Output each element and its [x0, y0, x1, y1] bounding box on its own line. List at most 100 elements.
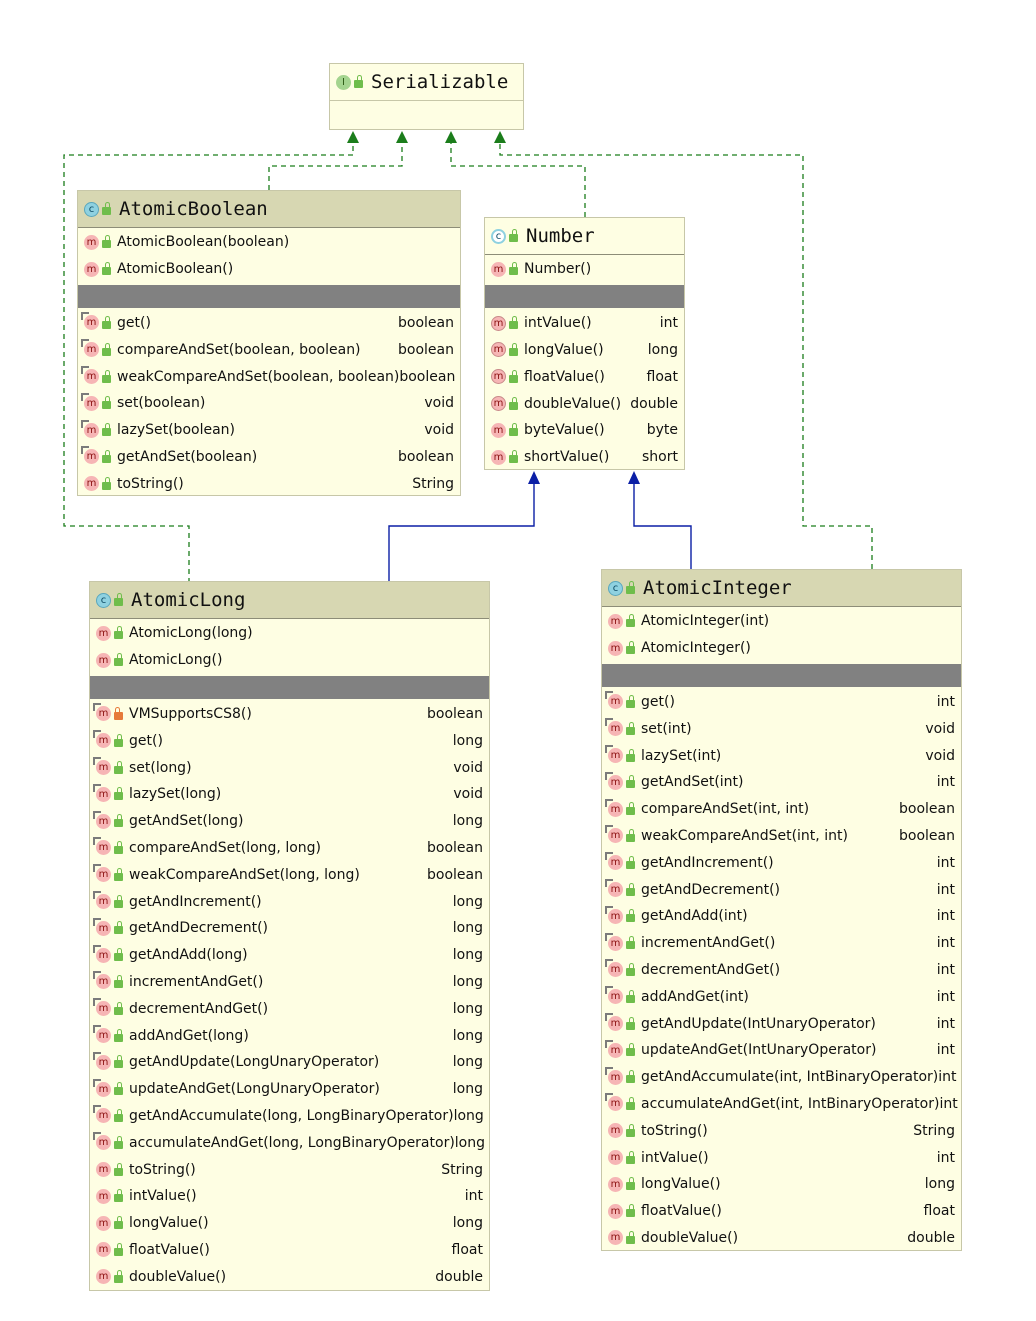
- method-signature: set(boolean): [117, 395, 206, 412]
- return-type: void: [453, 786, 483, 803]
- fields-separator: [602, 663, 961, 687]
- method-icon: m: [96, 920, 111, 936]
- method-signature: longValue(): [641, 1176, 721, 1193]
- constructor-signature: Number(): [524, 261, 592, 278]
- method-icon: m: [96, 867, 111, 883]
- return-type: void: [925, 720, 955, 737]
- method-signature: getAndDecrement(): [129, 920, 269, 937]
- return-type: long: [452, 732, 483, 749]
- abstract-method-icon: m: [491, 396, 506, 412]
- method-signature: longValue(): [129, 1215, 209, 1232]
- public-lock-icon: [114, 840, 123, 854]
- method-icon: m: [84, 261, 99, 277]
- method-icon: m: [84, 449, 99, 465]
- method-icon: m: [608, 828, 623, 844]
- method-icon: m: [608, 694, 623, 710]
- method-icon: m: [96, 1028, 111, 1044]
- arrowhead-icon: [396, 131, 408, 143]
- return-type: int: [936, 854, 955, 871]
- public-lock-icon: [626, 989, 635, 1003]
- method-icon: m: [608, 721, 623, 737]
- public-lock-icon: [102, 449, 111, 463]
- return-type: boolean: [399, 368, 456, 385]
- atomicinteger-header: c AtomicInteger: [602, 570, 961, 607]
- return-type: long: [452, 893, 483, 910]
- public-lock-icon: [114, 1269, 123, 1283]
- serializable-interface[interactable]: I Serializable: [329, 63, 524, 130]
- method-icon: m: [96, 1215, 111, 1231]
- method-icon: m: [84, 476, 99, 492]
- method-signature: updateAndGet(IntUnaryOperator): [641, 1042, 877, 1059]
- return-type: float: [646, 368, 678, 385]
